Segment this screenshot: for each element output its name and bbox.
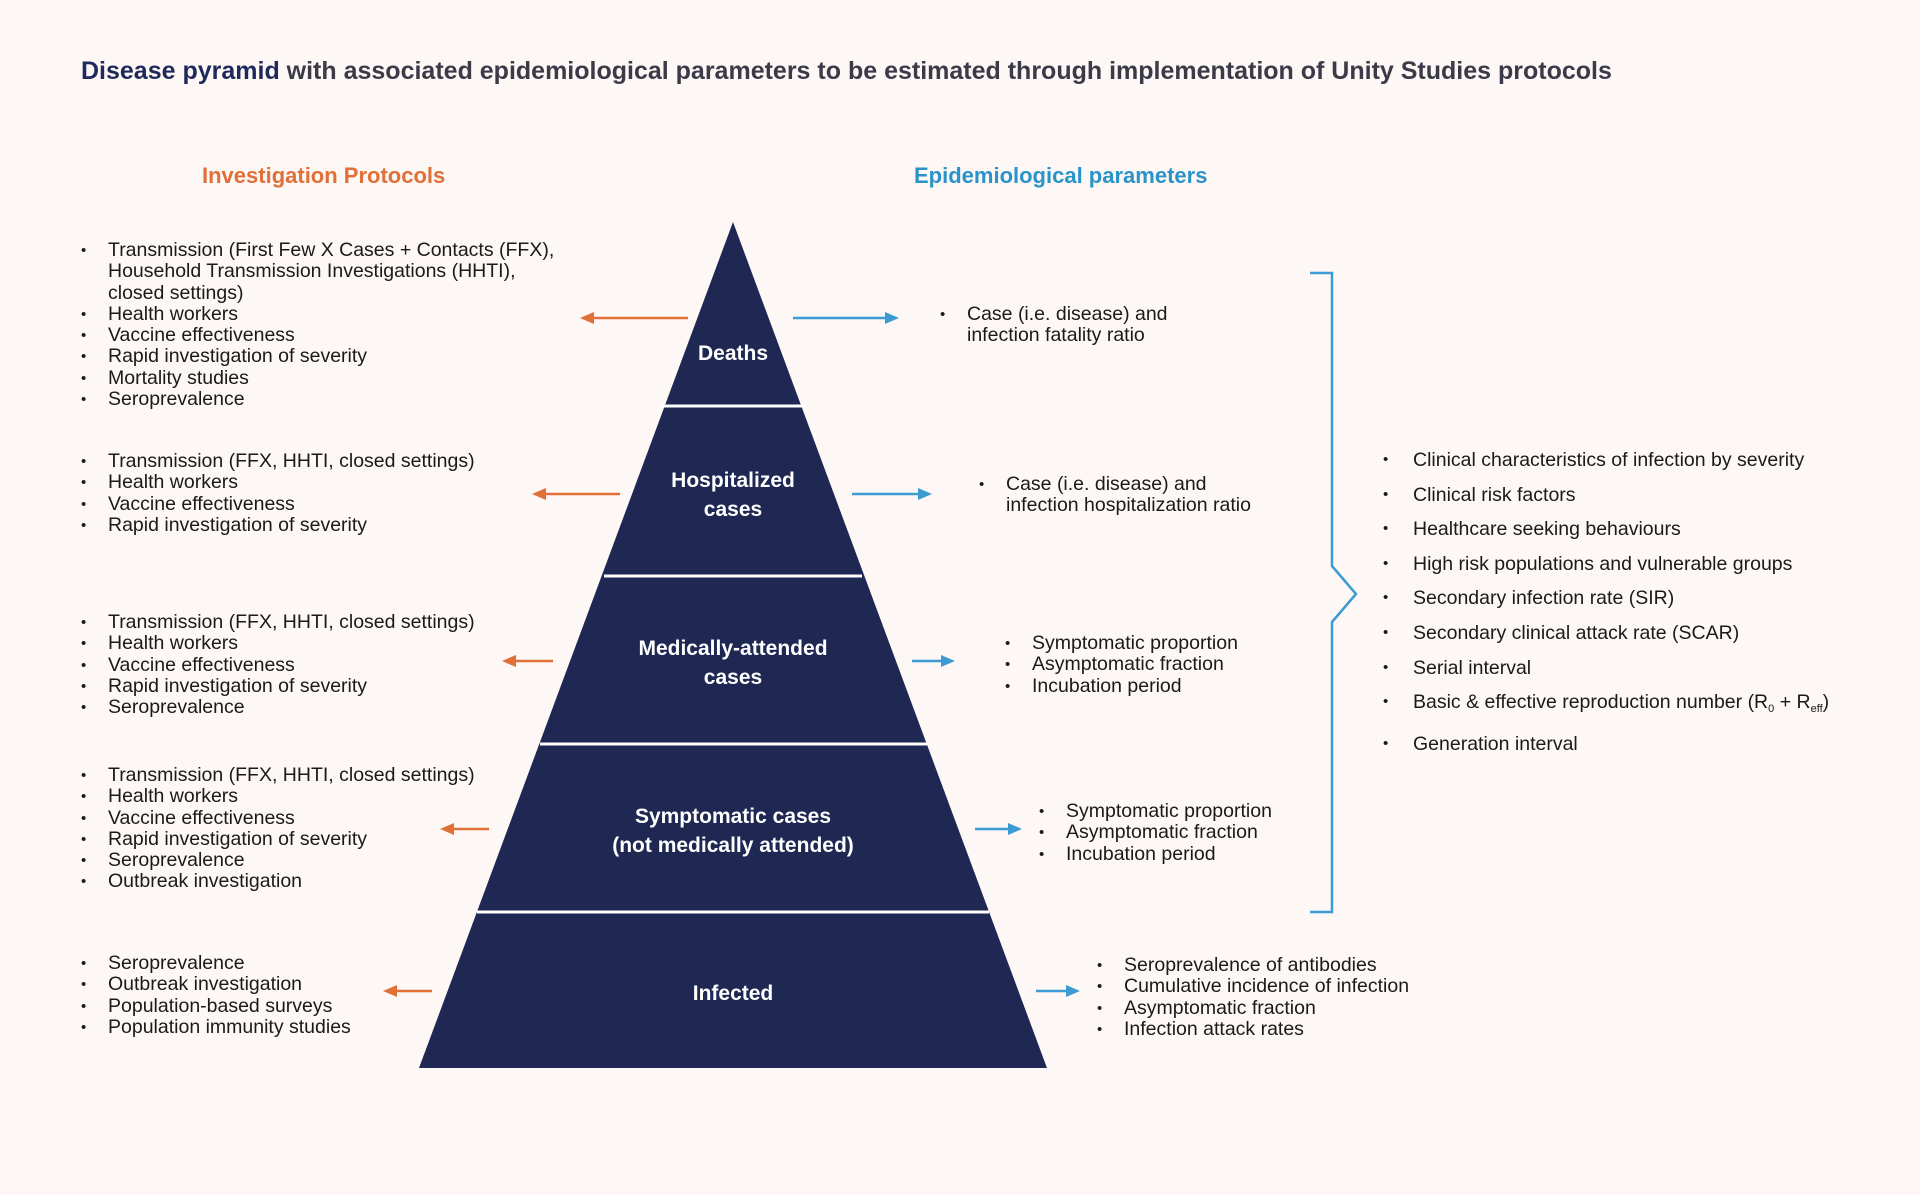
pyramid-shape [419,222,1047,1068]
left-arrow-1 [580,312,688,324]
protocol-item: Health workers [81,785,475,807]
parameters-deaths: Case (i.e. disease) and infection fatali… [940,303,1168,347]
parameter-item-continued: infection hospitalization ratio [1006,494,1251,517]
parameter-item: Infection attack rates [1097,1018,1409,1040]
layer-label-infected-line-1: Infected [692,982,774,1005]
protocol-item: Transmission (FFX, HHTI, closed settings… [81,611,475,633]
right-arrows [793,312,1080,997]
left-arrow-2 [532,488,620,500]
layer-label-hospitalized-line-2: cases [703,498,763,521]
bracket-item: Secondary infection rate (SIR) [1383,581,1829,616]
parameters-hospitalized: Case (i.e. disease) and infection hospit… [979,473,1251,517]
protocols-infected: Seroprevalence Outbreak investigation Po… [81,952,351,1038]
bracket-item-reproduction: Basic & effective reproduction number (R… [1383,685,1829,727]
layer-label-medically-attended-line-1: Medically-attended [638,637,828,660]
protocol-item: Seroprevalence [81,849,475,871]
protocol-item: Rapid investigation of severity [81,514,475,536]
protocol-item: Vaccine effectiveness [81,493,475,515]
parameter-item: Case (i.e. disease) and [979,473,1251,495]
protocol-item: Population-based surveys [81,995,351,1017]
protocol-item: Health workers [81,471,475,493]
protocol-item: Vaccine effectiveness [81,324,554,346]
protocol-item: Transmission (First Few X Cases + Contac… [81,239,554,261]
protocol-item: Mortality studies [81,367,554,389]
layer-label-medically-attended: Medically-attended cases [638,634,827,692]
page-title: Disease pyramid with associated epidemio… [81,57,1612,86]
heading-investigation-protocols: Investigation Protocols [202,163,446,188]
protocol-item: Rapid investigation of severity [81,346,554,368]
right-arrow-2 [852,488,932,500]
parameter-item: Incubation period [1039,843,1272,865]
protocols-medically-attended: Transmission (FFX, HHTI, closed settings… [81,611,475,719]
heading-epidemiological-parameters: Epidemiological parameters [914,163,1208,188]
parameter-item: Asymptomatic fraction [1005,653,1238,675]
r0-subscript: 0 [1768,703,1775,716]
title-rest: with associated epidemiological paramete… [279,57,1612,85]
bracket-item: Generation interval [1383,727,1829,762]
reproduction-close: ) [1822,691,1830,714]
protocol-item: Transmission (FFX, HHTI, closed settings… [81,450,475,472]
protocol-item: Seroprevalence [81,388,554,410]
protocol-item: Rapid investigation of severity [81,828,475,850]
parameter-item: Asymptomatic fraction [1039,821,1272,843]
protocol-item: Population immunity studies [81,1016,351,1038]
protocols-hospitalized: Transmission (FFX, HHTI, closed settings… [81,450,475,536]
bracket-item: Clinical characteristics of infection by… [1383,443,1829,478]
reproduction-plus: + R [1774,691,1811,714]
bracket-item: Healthcare seeking behaviours [1383,512,1829,547]
parameter-item: Cumulative incidence of infection [1097,975,1409,997]
layer-label-deaths: Deaths [698,339,768,368]
protocol-item: Vaccine effectiveness [81,654,475,676]
left-arrow-3 [502,655,553,667]
bracket-item: Clinical risk factors [1383,478,1829,513]
protocol-item: Outbreak investigation [81,973,351,995]
parameter-item: Asymptomatic fraction [1097,997,1409,1019]
protocol-item: Outbreak investigation [81,871,475,893]
parameters-infected: Seroprevalence of antibodies Cumulative … [1097,954,1409,1040]
bracket-parameters-list: Clinical characteristics of infection by… [1383,443,1829,761]
protocol-item: Rapid investigation of severity [81,675,475,697]
bracket-item: High risk populations and vulnerable gro… [1383,547,1829,582]
protocol-item: Health workers [81,303,554,325]
title-highlight: Disease pyramid [81,57,280,85]
reproduction-text: Basic & effective reproduction number (R [1413,691,1769,714]
layer-label-hospitalized-line-1: Hospitalized [671,469,795,492]
protocol-item-continued: Household Transmission Investigations (H… [108,260,516,283]
protocol-item: Vaccine effectiveness [81,807,475,829]
parameter-item: Symptomatic proportion [1039,800,1272,822]
parameters-medically-attended: Symptomatic proportion Asymptomatic frac… [1005,632,1238,697]
layer-label-hospitalized: Hospitalized cases [671,466,795,524]
protocol-item-continued: closed settings) [108,281,244,304]
parameter-item: Incubation period [1005,675,1238,697]
right-arrow-5 [1036,985,1080,997]
reff-subscript: eff [1810,703,1823,716]
parameter-item: Symptomatic proportion [1005,632,1238,654]
layer-dividers [477,404,989,914]
parameters-bracket [1310,271,1358,914]
layer-label-medically-attended-line-2: cases [703,666,763,689]
protocol-item: Transmission (FFX, HHTI, closed settings… [81,764,475,786]
bracket-item: Serial interval [1383,651,1829,686]
layer-label-symptomatic-line-1: Symptomatic cases [634,805,832,828]
protocols-deaths: Transmission (First Few X Cases + Contac… [81,239,554,410]
left-arrow-5 [383,985,432,997]
parameter-item: Case (i.e. disease) and [940,303,1168,325]
layer-label-deaths-line-1: Deaths [697,342,769,365]
right-arrow-4 [975,823,1022,835]
layer-label-symptomatic: Symptomatic cases (not medically attende… [612,802,854,860]
parameter-item: Seroprevalence of antibodies [1097,954,1409,976]
right-arrow-3 [912,655,955,667]
parameter-item-continued: infection fatality ratio [967,324,1145,347]
bracket-item: Secondary clinical attack rate (SCAR) [1383,616,1829,651]
protocol-item: Seroprevalence [81,952,351,974]
layer-label-symptomatic-line-2: (not medically attended) [612,834,854,857]
protocol-item: Seroprevalence [81,696,475,718]
protocols-symptomatic: Transmission (FFX, HHTI, closed settings… [81,764,475,893]
protocol-item: Health workers [81,632,475,654]
right-arrow-1 [793,312,899,324]
parameters-symptomatic: Symptomatic proportion Asymptomatic frac… [1039,800,1272,865]
layer-label-infected: Infected [693,979,774,1008]
